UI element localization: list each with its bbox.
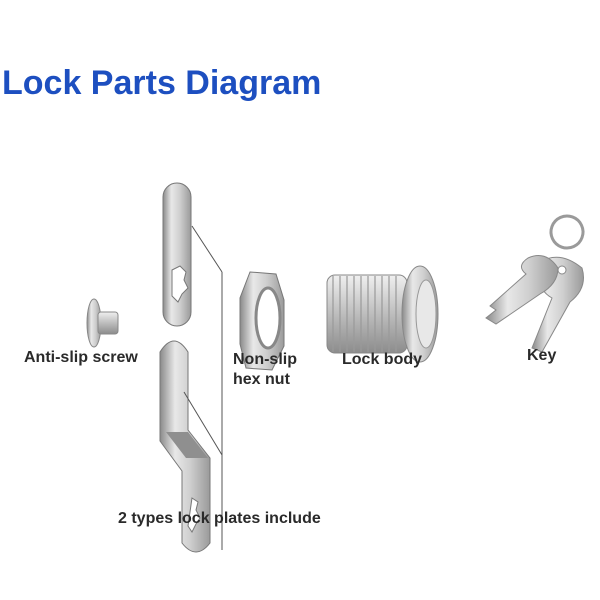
offset-lock-plate-image [159, 340, 211, 553]
label-anti-slip-screw: Anti-slip screw [24, 349, 138, 366]
anti-slip-screw-image [86, 298, 119, 348]
label-lock-body: Lock body [342, 351, 423, 368]
leader-lines [183, 225, 223, 550]
lock-body-image [326, 265, 439, 363]
keys-image [485, 214, 585, 353]
hex-nut-image [239, 271, 285, 371]
label-hex-nut-line1: Non-slip [233, 351, 297, 368]
label-hex-nut-line2: hex nut [233, 371, 290, 388]
label-key: Key [527, 347, 557, 364]
label-lock-plates: 2 types lock plates include [118, 510, 321, 527]
diagram-title: Lock Parts Diagram [2, 64, 322, 102]
flat-lock-plate-image [162, 182, 192, 327]
